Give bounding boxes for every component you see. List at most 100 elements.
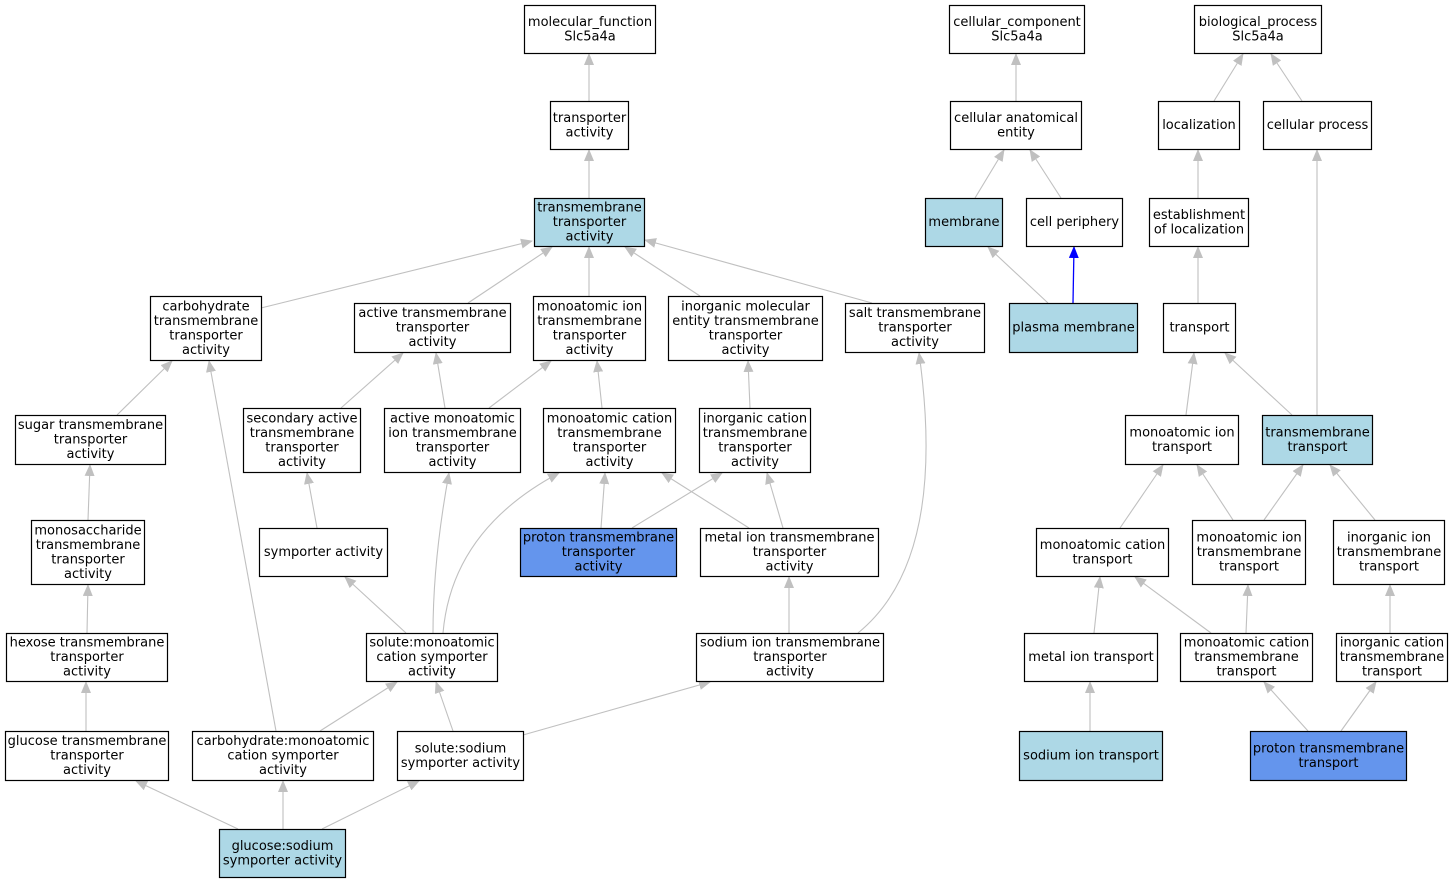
edge-solute-monoatomic-cation-symporter-to-monoatomic-cation-tm [442,472,560,634]
node-box [1124,414,1240,466]
node-label-line: plasma membrane [1012,321,1135,336]
node-label-line: activity [63,665,111,680]
node-label-line: solute:sodium [415,741,507,756]
node-label-line: monoatomic ion [1196,531,1301,546]
node-symporter[interactable]: symporter activity [258,527,389,578]
node-label-line: transport [1216,665,1276,680]
node-monosaccharide-tm[interactable]: monosaccharidetransmembranetransporterac… [30,519,146,586]
node-monoatomic-ion-tm[interactable]: monoatomic iontransmembranetransporterac… [532,295,647,362]
node-label-line: monoatomic ion [537,299,642,314]
node-label-line: transport [1298,756,1358,771]
node-label-line: glucose:sodium [232,839,334,854]
node-label-line: activity [766,665,814,680]
node-box [5,632,169,683]
node-label-line: sodium ion transmembrane [700,636,880,651]
edge-layer [81,53,1395,830]
node-plasma-membrane[interactable]: plasma membrane [1008,302,1139,354]
node-carb-tm[interactable]: carbohydratetransmembranetransporteracti… [149,295,263,362]
edge-solute-monoatomic-cation-symporter-to-active-monoatomic-ion-tm [432,472,452,634]
node-label-line: cell periphery [1030,215,1120,230]
edge-monoatomic-ion-tm-transport-to-tm-transport [1263,464,1304,521]
edge-cellular-process-to-bp-root [1270,53,1303,102]
edge-symporter-to-secondary-active-tm [304,472,318,529]
node-label-line: activity [566,230,614,245]
node-label-line: cation symporter [227,749,339,764]
node-label-line: membrane [928,215,999,230]
node-membrane[interactable]: membrane [924,197,1004,248]
node-secondary-active-tm[interactable]: secondary activetransmembranetransporter… [242,407,362,474]
edge-monoatomic-ion-tm-transport-to-monoatomic-ion-transport [1196,464,1234,521]
node-label-line: active transmembrane [358,306,506,321]
node-label-line: transporter [50,749,124,764]
node-cellular-process[interactable]: cellular process [1262,100,1373,151]
node-inorg-cation-tm[interactable]: inorganic cationtransmembranetransporter… [698,407,812,474]
edge-solute-sodium-symporter-to-solute-monoatomic-cation-symporter [434,681,454,732]
node-box [1018,730,1164,782]
node-label-line: metal ion transmembrane [705,531,875,546]
node-label-line: transport [1152,440,1212,455]
node-box [1179,632,1314,683]
node-label-line: proton transmembrane [523,531,674,546]
node-metal-ion-transport[interactable]: metal ion transport [1023,632,1159,683]
edge-salt-tm-to-tm-transporter-activity [644,238,873,304]
node-box [844,302,986,354]
edge-monosaccharide-tm-to-sugar-tm [84,464,95,521]
node-box [1335,632,1449,683]
node-label-line: activity [429,455,477,470]
edge-metal-ion-transport-to-monoatomic-cation-transport [1093,576,1104,634]
edge-carb-monoatomic-cation-symporter-to-carb-tm [206,360,277,732]
edge-proton-tm-transport-to-monoatomic-cation-tm-transport [1263,681,1309,732]
node-label-line: transporter [753,650,827,665]
node-sodium-ion-transport[interactable]: sodium ion transport [1018,730,1164,782]
node-label-line: activity [566,343,614,358]
node-box [14,414,167,466]
node-box [383,407,522,474]
node-cell-periphery[interactable]: cell periphery [1025,197,1124,248]
edge-inorg-ion-tm-transport-to-tm-transport [1329,464,1376,521]
node-localization[interactable]: localization [1157,100,1241,151]
node-label-line: biological_process [1199,15,1318,30]
node-label-line: monosaccharide [34,523,141,538]
node-label-line: transporter [265,440,339,455]
node-label-line: hexose transmembrane [10,636,165,651]
node-label-line: activity [63,763,111,778]
node-box [698,407,812,474]
node-box [191,730,375,782]
node-transport[interactable]: transport [1162,302,1237,354]
node-label-line: activity [566,125,614,140]
node-monoatomic-cation-tm[interactable]: monoatomic cationtransmembranetransporte… [542,407,677,474]
node-box [549,100,630,151]
node-box [949,100,1083,151]
edge-solute-monoatomic-cation-symporter-to-symporter [344,576,407,634]
node-metal-ion-tm[interactable]: metal ion transmembranetransporteractivi… [699,527,880,578]
node-label-line: transporter [553,328,627,343]
node-sodium-ion-tm[interactable]: sodium ion transmembranetransporteractiv… [695,632,885,683]
